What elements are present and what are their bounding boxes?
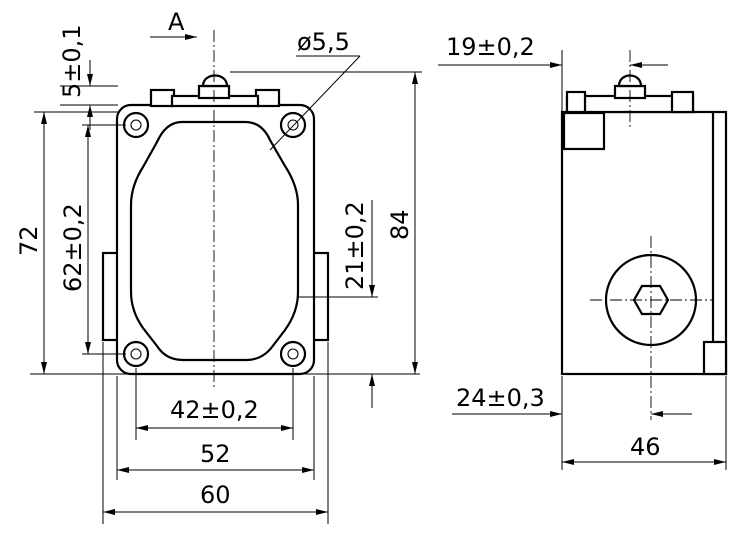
hole-top-right	[279, 111, 307, 139]
dim-height-72: 72	[15, 225, 43, 256]
dim-center-offset: 24±0,3	[456, 384, 545, 412]
dim-plunger-offset: 19±0,2	[446, 33, 535, 61]
side-view: 19±0,2 24±0,3 46	[438, 33, 728, 470]
side-cap-left	[565, 90, 587, 114]
dim-width-52: 52	[200, 440, 231, 468]
dim-hole-diameter: ø5,5	[297, 28, 350, 56]
view-label: A	[168, 8, 185, 36]
dim-hole-spacing-horizontal: 42±0,2	[170, 396, 259, 424]
side-upper-block	[562, 111, 606, 151]
dim-top-offset: 5±0,1	[58, 24, 86, 98]
side-housing	[560, 110, 728, 376]
top-cap-right	[254, 88, 281, 108]
side-lower-block	[702, 340, 728, 376]
dim-depth: 46	[630, 433, 661, 461]
hole-bottom-right	[279, 340, 307, 368]
dim-width-60: 60	[200, 481, 231, 509]
top-cap-left	[149, 88, 176, 108]
front-view: A 5±0,1 72 62±0,2 ø5,5 21±0,2 84	[15, 8, 422, 524]
dim-total-height: 84	[386, 209, 414, 240]
side-cap-right	[670, 90, 695, 114]
dim-hole-spacing-vertical: 62±0,2	[59, 203, 87, 292]
cover-plate	[129, 120, 300, 362]
dim-mid-offset: 21±0,2	[341, 201, 369, 290]
plunger-head	[201, 74, 229, 88]
